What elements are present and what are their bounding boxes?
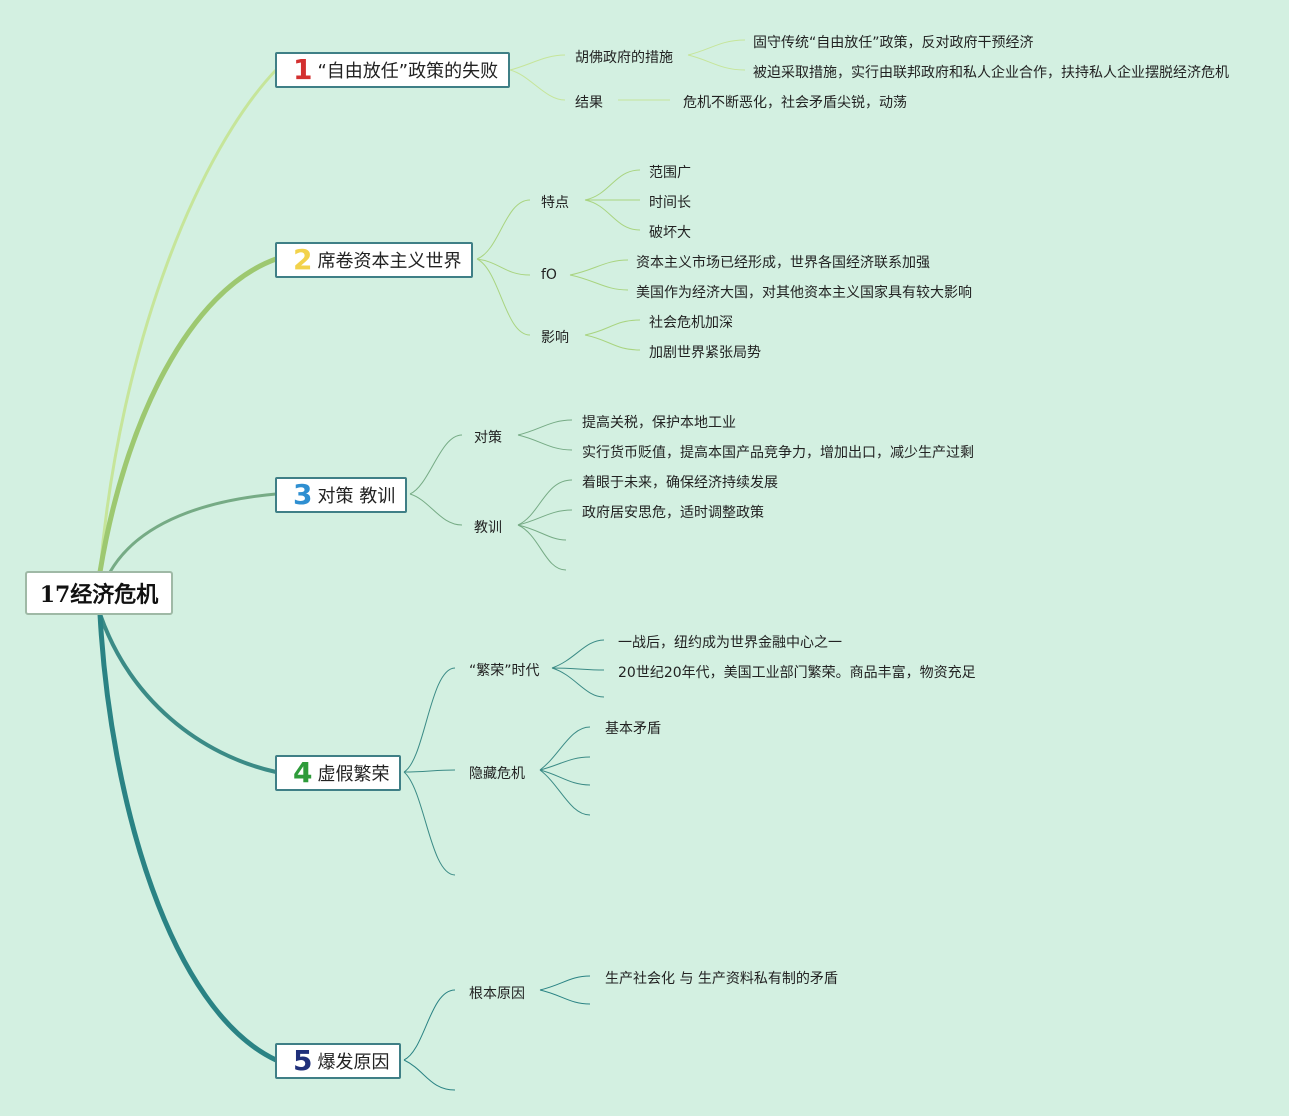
topic-hidden-crisis[interactable]: 隐藏危机 <box>469 766 525 782</box>
topic-fo[interactable]: fO <box>541 267 557 283</box>
topic-lesson-1[interactable]: 着眼于未来，确保经济持续发展 <box>582 475 778 491</box>
topic-hidden-1[interactable]: 基本矛盾 <box>605 721 661 737</box>
topic-impact[interactable]: 影响 <box>541 330 569 346</box>
branch-label-1: “自由放任”政策的失败 <box>317 61 499 82</box>
topic-feature-2[interactable]: 时间长 <box>649 195 691 211</box>
topic-impact-1[interactable]: 社会危机加深 <box>649 315 733 331</box>
branch-label-2: 席卷资本主义世界 <box>317 251 462 272</box>
topic-feature-1[interactable]: 范围广 <box>649 165 691 181</box>
branch-node-2[interactable]: 2 席卷资本主义世界 <box>275 242 474 278</box>
topic-impact-2[interactable]: 加剧世界紧张局势 <box>649 345 761 361</box>
topic-policy-2[interactable]: 实行货币贬值，提高本国产品竞争力，增加出口，减少生产过剩 <box>582 445 974 461</box>
branch-number-3: 3 <box>293 478 313 511</box>
topic-boom-era[interactable]: “繁荣”时代 <box>469 663 540 679</box>
topic-root-cause[interactable]: 根本原因 <box>469 986 525 1002</box>
topic-policy[interactable]: 对策 <box>474 430 502 446</box>
branch-label-3: 对策 教训 <box>317 486 396 507</box>
topic-result-1[interactable]: 危机不断恶化，社会矛盾尖锐，动荡 <box>683 95 907 111</box>
topic-hoover-measure-1[interactable]: 固守传统“自由放任”政策，反对政府干预经济 <box>753 35 1034 51</box>
topic-policy-1[interactable]: 提高关税，保护本地工业 <box>582 415 736 431</box>
topic-fo-1[interactable]: 资本主义市场已经形成，世界各国经济联系加强 <box>636 255 930 271</box>
branch-number-1: 1 <box>293 53 313 86</box>
topic-hoover-measure-2[interactable]: 被迫采取措施，实行由联邦政府和私人企业合作，扶持私人企业摆脱经济危机 <box>753 65 1229 81</box>
topic-lesson-2[interactable]: 政府居安思危，适时调整政策 <box>582 505 764 521</box>
root-node[interactable]: 17经济危机 <box>25 571 173 615</box>
branch-label-4: 虚假繁荣 <box>317 764 390 785</box>
topic-boom-1[interactable]: 一战后，纽约成为世界金融中心之一 <box>618 635 842 651</box>
topic-result[interactable]: 结果 <box>575 95 603 111</box>
topic-features[interactable]: 特点 <box>541 195 569 211</box>
topic-fo-2[interactable]: 美国作为经济大国，对其他资本主义国家具有较大影响 <box>636 285 972 301</box>
topic-hoover-measures[interactable]: 胡佛政府的措施 <box>575 50 673 66</box>
topic-lesson[interactable]: 教训 <box>474 520 502 536</box>
branch-number-4: 4 <box>293 756 313 789</box>
branch-number-2: 2 <box>293 243 313 276</box>
branch-number-5: 5 <box>293 1044 313 1077</box>
topic-boom-2[interactable]: 20世纪20年代，美国工业部门繁荣。商品丰富，物资充足 <box>618 665 976 681</box>
topic-feature-3[interactable]: 破坏大 <box>649 225 691 241</box>
topic-root-cause-1[interactable]: 生产社会化 与 生产资料私有制的矛盾 <box>605 971 838 987</box>
branch-node-1[interactable]: 1 “自由放任”政策的失败 <box>275 52 511 88</box>
branch-node-5[interactable]: 5 爆发原因 <box>275 1043 402 1079</box>
branch-node-3[interactable]: 3 对策 教训 <box>275 477 408 513</box>
branch-label-5: 爆发原因 <box>317 1052 390 1073</box>
branch-node-4[interactable]: 4 虚假繁荣 <box>275 755 402 791</box>
